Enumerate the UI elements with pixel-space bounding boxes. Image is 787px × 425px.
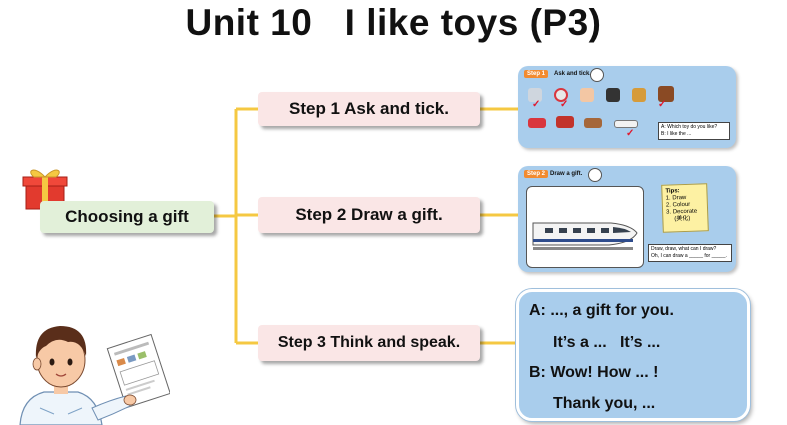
train-drawing-icon bbox=[532, 222, 638, 250]
chant-line-2: Oh, I can draw a _____ for _____. bbox=[651, 253, 727, 259]
worksheet-draw-a-gift: Step 2 Draw a gift. Tips: 1. Draw 2. Col… bbox=[518, 166, 736, 272]
step-node-1: Step 1 Ask and tick. bbox=[258, 92, 480, 126]
tick-mark: ✓ bbox=[532, 99, 541, 110]
boy-with-worksheet-illustration bbox=[19, 326, 170, 425]
chant-box: Draw, draw, what can I draw? Oh, I can d… bbox=[648, 244, 732, 262]
speech-line-1: A: ..., a gift for you. bbox=[529, 302, 674, 319]
dialogue-answer: B: I like the ... bbox=[661, 131, 692, 137]
dialogue-box: A: Which toy do you like? B: I like the … bbox=[658, 122, 730, 140]
toy-plane-icon bbox=[528, 88, 542, 102]
page-title: Unit 10 I like toys (P3) bbox=[185, 2, 602, 43]
smiley-icon bbox=[590, 68, 604, 82]
toy-bear-icon bbox=[632, 88, 646, 102]
root-node-choosing-gift: Choosing a gift bbox=[40, 201, 214, 233]
smiley-icon bbox=[588, 168, 602, 182]
tick-mark: ✓ bbox=[626, 128, 635, 139]
tip-item: (美化) bbox=[674, 215, 691, 223]
drawing-area bbox=[526, 186, 644, 268]
dialogue-question: A: Which toy do you like? bbox=[661, 124, 718, 130]
toy-ball-icon bbox=[554, 88, 568, 102]
toy-boat-icon bbox=[584, 118, 602, 128]
worksheet-heading: Draw a gift. bbox=[550, 171, 583, 177]
worksheet-heading: Ask and tick. bbox=[554, 71, 592, 77]
step-node-3: Step 3 Think and speak. bbox=[258, 325, 480, 361]
toy-truck-icon bbox=[556, 116, 574, 128]
toy-car-icon bbox=[528, 118, 546, 128]
speech-line-4: Thank you, ... bbox=[553, 395, 656, 412]
speech-line-3: B: Wow! How ... ! bbox=[529, 364, 659, 381]
worksheet-ask-and-tick: Step 1 Ask and tick. ✓ ✓ ✓ ✓ A: Which to… bbox=[518, 66, 736, 148]
toy-doll-icon bbox=[580, 88, 594, 102]
tick-mark: ✓ bbox=[658, 99, 667, 110]
step-node-2: Step 2 Draw a gift. bbox=[258, 197, 480, 233]
toy-panda-icon bbox=[606, 88, 620, 102]
tips-note: Tips: 1. Draw 2. Colour 3. Decorate (美化) bbox=[661, 183, 709, 233]
toy-train-icon bbox=[614, 120, 638, 128]
tick-mark: ✓ bbox=[560, 99, 569, 110]
speech-line-2: It’s a ... It’s ... bbox=[553, 334, 661, 351]
step-badge: Step 2 bbox=[524, 170, 549, 178]
toy-horse-icon bbox=[658, 86, 674, 102]
step-badge: Step 1 bbox=[524, 70, 549, 78]
chant-line-1: Draw, draw, what can I draw? bbox=[651, 246, 717, 252]
speech-panel: A: ..., a gift for you. It’s a ... It’s … bbox=[516, 289, 750, 421]
